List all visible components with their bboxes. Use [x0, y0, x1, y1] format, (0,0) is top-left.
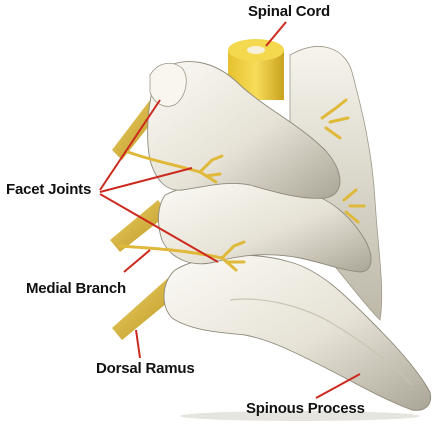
leader-spinous-process — [316, 374, 360, 398]
label-spinous-process: Spinous Process — [246, 400, 365, 417]
label-spinal-cord: Spinal Cord — [248, 3, 330, 20]
leader-medial-branch — [124, 250, 150, 272]
vertebra-lower — [164, 255, 431, 410]
label-medial-branch: Medial Branch — [26, 280, 126, 297]
label-dorsal-ramus: Dorsal Ramus — [96, 360, 194, 377]
leader-dorsal-ramus — [136, 330, 140, 358]
label-facet-joints: Facet Joints — [6, 181, 91, 198]
